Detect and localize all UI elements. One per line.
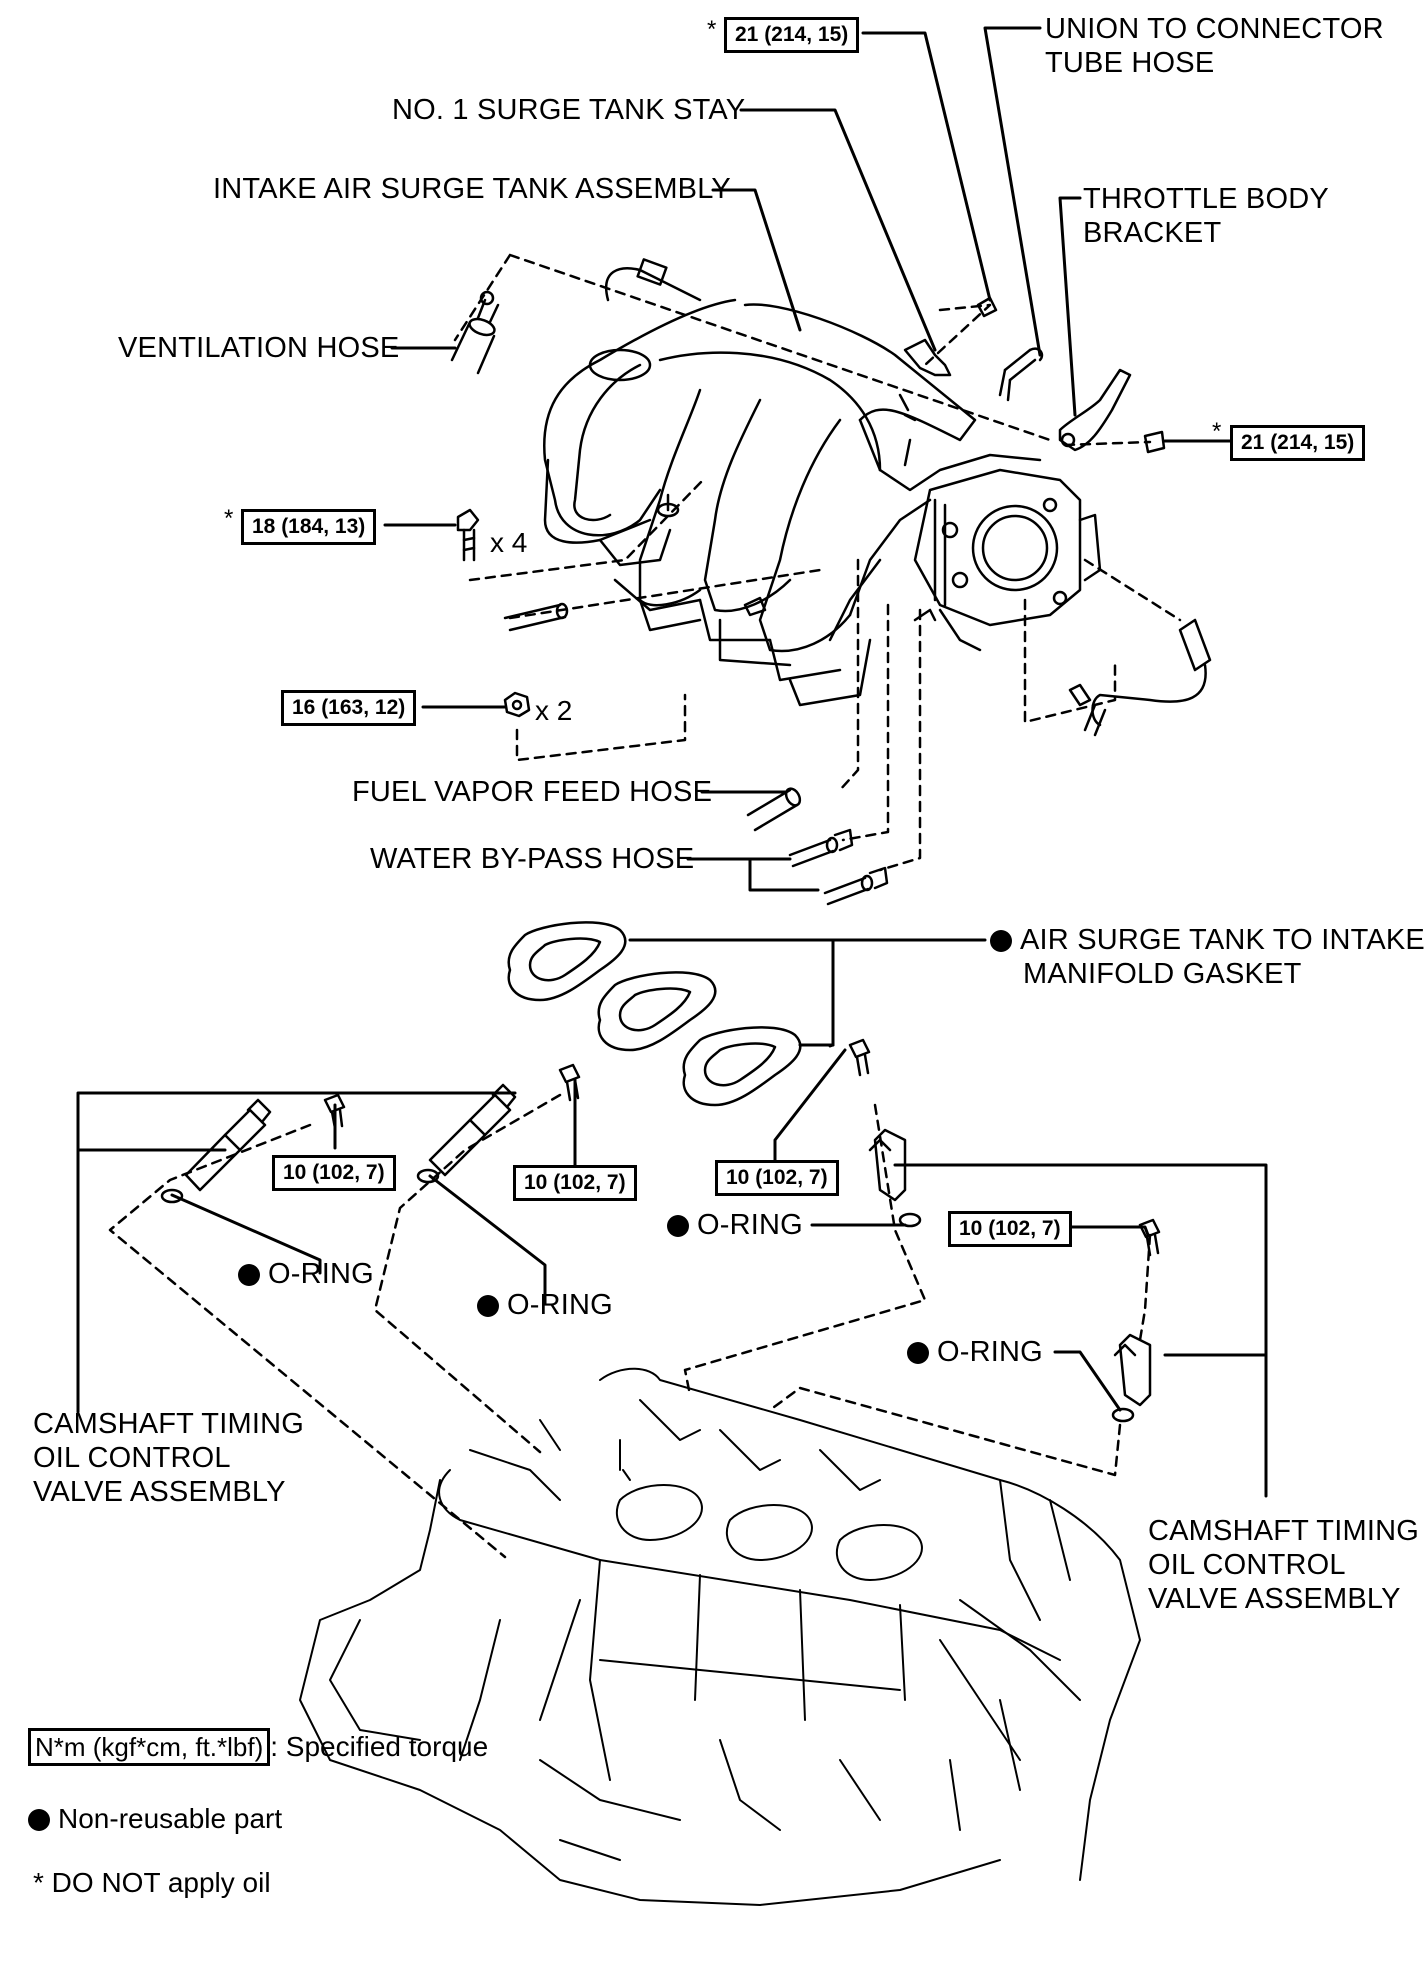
label-o-ring-1: O-RING (238, 1257, 374, 1291)
engine-block-drawing (299, 1367, 1141, 1906)
legend-torque-unit-box: N*m (kgf*cm, ft.*lbf) (28, 1728, 271, 1766)
label-air-surge-tank-to-intake-manifold-gasket: AIR SURGE TANK TO INTAKE MANIFOLD GASKET (990, 923, 1424, 991)
gasket-drawings (507, 921, 802, 1107)
torque-spec-21-right: 21 (214, 15) (1230, 425, 1366, 461)
label-line: OIL CONTROL (1148, 1549, 1346, 1581)
label-line: VALVE ASSEMBLY (1148, 1583, 1401, 1615)
torque-spec-10-a: 10 (102, 7) (272, 1155, 396, 1191)
quantity-x4: x 4 (490, 527, 528, 558)
label-line: O-RING (697, 1209, 803, 1241)
torque-spec-18: 18 (184, 13) (241, 509, 377, 545)
label-line: MANIFOLD GASKET (1023, 958, 1302, 990)
asterisk-marker: * (224, 505, 234, 532)
non-reusable-dot-icon (477, 1295, 499, 1317)
legend-no-oil: * DO NOT apply oil (33, 1867, 271, 1898)
label-line: O-RING (268, 1258, 374, 1290)
dashed-alignment-lines (108, 253, 1182, 1559)
label-camshaft-timing-valve-right: CAMSHAFT TIMING OIL CONTROL VALVE ASSEMB… (1148, 1514, 1419, 1616)
label-line: O-RING (507, 1289, 613, 1321)
label-line: BRACKET (1083, 217, 1222, 249)
non-reusable-dot-icon (990, 930, 1012, 952)
label-ventilation-hose: VENTILATION HOSE (118, 332, 400, 364)
label-water-bypass-hose: WATER BY-PASS HOSE (370, 843, 695, 875)
label-line: AIR SURGE TANK TO INTAKE (1020, 924, 1424, 956)
label-camshaft-timing-valve-left: CAMSHAFT TIMING OIL CONTROL VALVE ASSEMB… (33, 1407, 304, 1509)
label-o-ring-3: O-RING (667, 1208, 803, 1242)
label-line: VALVE ASSEMBLY (33, 1476, 286, 1508)
torque-spec-10-b: 10 (102, 7) (513, 1165, 637, 1201)
quantity-x2: x 2 (535, 695, 573, 726)
non-reusable-dot-icon (907, 1342, 929, 1364)
label-line: THROTTLE BODY (1083, 183, 1329, 215)
label-union-to-connector-tube-hose: UNION TO CONNECTOR TUBE HOSE (1045, 12, 1384, 80)
label-line: TUBE HOSE (1045, 47, 1215, 79)
intake-surge-tank-drawing (450, 258, 1212, 906)
label-fuel-vapor-feed-hose: FUEL VAPOR FEED HOSE (352, 776, 713, 808)
asterisk-marker: * (1212, 418, 1222, 445)
label-o-ring-2: O-RING (477, 1288, 613, 1322)
label-line: CAMSHAFT TIMING (33, 1408, 304, 1440)
label-intake-air-surge-tank-assembly: INTAKE AIR SURGE TANK ASSEMBLY (213, 173, 731, 205)
label-line: OIL CONTROL (33, 1442, 231, 1474)
legend-specified-torque: N*m (kgf*cm, ft.*lbf): Specified torque (28, 1728, 488, 1766)
torque-spec-16: 16 (163, 12) (281, 690, 417, 726)
label-line: UNION TO CONNECTOR (1045, 13, 1384, 45)
label-line: O-RING (937, 1336, 1043, 1368)
label-line: AIR SURGE TANK TO INTAKE (990, 923, 1424, 957)
torque-spec-10-c: 10 (102, 7) (715, 1160, 839, 1196)
non-reusable-dot-icon (667, 1215, 689, 1237)
camshaft-valve-drawings (160, 1038, 1161, 1423)
legend-torque-text: : Specified torque (270, 1731, 489, 1762)
label-no1-surge-tank-stay: NO. 1 SURGE TANK STAY (392, 94, 746, 126)
asterisk-marker: * (707, 16, 717, 43)
torque-spec-21-top: 21 (214, 15) (724, 17, 860, 53)
label-throttle-body-bracket: THROTTLE BODY BRACKET (1083, 182, 1329, 250)
non-reusable-dot-icon (238, 1264, 260, 1286)
legend-non-reusable-text: Non-reusable part (58, 1803, 283, 1834)
leader-lines (76, 26, 1268, 1498)
label-o-ring-4: O-RING (907, 1335, 1043, 1369)
non-reusable-dot-icon (28, 1809, 50, 1831)
label-line: CAMSHAFT TIMING (1148, 1515, 1419, 1547)
legend-non-reusable: Non-reusable part (28, 1803, 282, 1835)
torque-spec-10-d: 10 (102, 7) (948, 1211, 1072, 1247)
